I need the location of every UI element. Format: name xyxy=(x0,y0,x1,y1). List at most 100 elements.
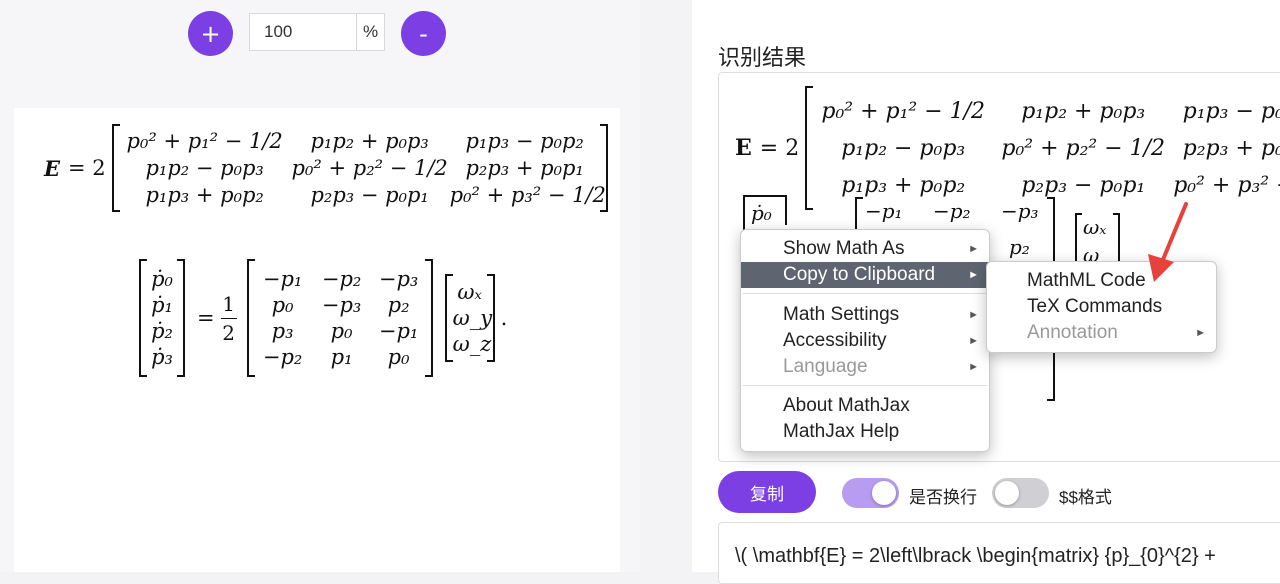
zoom-field: % xyxy=(249,13,385,51)
zoom-out-button[interactable]: - xyxy=(401,11,446,56)
menu-item-about-mathjax[interactable]: About MathJax xyxy=(783,395,910,416)
right-bracket xyxy=(599,124,608,212)
equals-sign: = xyxy=(197,306,215,330)
matrix-cell: p₀² + p₁² − 1/2 xyxy=(126,129,283,153)
matrix-cell: p₀ xyxy=(271,293,294,317)
submenu-arrow-icon: ► xyxy=(968,309,979,321)
menu-item-mathjax-help[interactable]: MathJax Help xyxy=(783,421,900,442)
submenu-item-tex-commands[interactable]: TeX Commands xyxy=(1027,296,1163,317)
latex-output-box[interactable]: \( \mathbf{E} = 2\left\lbrack \begin{mat… xyxy=(718,522,1280,584)
left-bracket xyxy=(139,259,147,377)
latex-code: \( \mathbf{E} = 2\left\lbrack \begin{mat… xyxy=(735,545,1216,567)
vector-cell: ω_y xyxy=(452,306,493,330)
menu-item-math-settings[interactable]: Math Settings► xyxy=(741,302,989,328)
matrix-cell: −p₂ xyxy=(321,267,362,291)
matrix-cell: p₁ xyxy=(330,345,353,369)
equation-lhs: E xyxy=(735,135,752,161)
matrix-cell: p₂ xyxy=(1009,235,1030,259)
matrix-cell: p₁p₃ − p₀ xyxy=(1182,98,1280,124)
result-title: 识别结果 xyxy=(718,45,807,70)
submenu-arrow-icon: ► xyxy=(968,243,979,255)
matrix-cell: −p₁ xyxy=(865,199,903,223)
matrix-cell: −p₃ xyxy=(378,267,419,291)
fraction-denominator: 2 xyxy=(222,320,235,345)
matrix-cell: p₀ xyxy=(330,319,353,343)
matrix-cell: −p₃ xyxy=(321,293,362,317)
matrix-cell: −p₂ xyxy=(933,199,971,223)
matrix-cell: p₁p₃ + p₀p₂ xyxy=(145,183,264,207)
matrix-cell: p₁p₃ − p₀p₂ xyxy=(465,129,584,153)
submenu-item-annotation: Annotation► xyxy=(987,320,1216,346)
menu-item-accessibility[interactable]: Accessibility► xyxy=(741,328,989,354)
menu-divider xyxy=(743,293,987,294)
vector-cell: ωₓ xyxy=(457,280,482,304)
omega-x: ωₓ xyxy=(1083,215,1107,239)
matrix-cell: p₀² + p₃² − xyxy=(1173,172,1280,198)
submenu-item-mathml-code[interactable]: MathML Code xyxy=(1027,270,1146,291)
matrix-cell: p₃ xyxy=(271,319,294,343)
wrap-toggle[interactable] xyxy=(842,478,899,508)
period: . xyxy=(500,306,508,330)
matrix-cell: −p₁ xyxy=(378,319,419,343)
matrix-cell: p₀² + p₂² − 1/2 xyxy=(1001,135,1166,161)
menu-item-show-math-as[interactable]: Show Math As► xyxy=(741,236,989,262)
menu-divider xyxy=(743,385,987,386)
annotation-arrow-icon xyxy=(1148,202,1188,282)
formula-preview: E = 2 p₀² + p₁² − 1/2 p₁p₂ + p₀p₃ p₁p₃ − p… xyxy=(14,108,620,572)
matrix-cell: p₂p₃ − p₀p₁ xyxy=(310,183,429,207)
fraction-bar xyxy=(220,317,237,319)
matrix-cell: p₁p₂ − p₀p₃ xyxy=(841,135,966,161)
right-bracket xyxy=(424,259,433,377)
submenu-arrow-icon: ► xyxy=(968,335,979,347)
menu-item-language: Language► xyxy=(741,354,989,380)
submenu-arrow-icon: ► xyxy=(1195,327,1206,339)
matrix-body: p₀² + p₁² − 1/2 p₁p₂ + p₀p₃ p₁p₃ − p₀p₂ p₁p… xyxy=(120,129,606,207)
copy-button[interactable]: 复制 xyxy=(718,471,816,513)
matrix-cell: −p₂ xyxy=(262,345,303,369)
copy-submenu: MathML Code TeX Commands Annotation► xyxy=(986,261,1217,353)
zoom-input[interactable] xyxy=(250,14,357,50)
pdot-0: ṗ₀ xyxy=(751,201,772,225)
matrix-cell: p₁p₂ + p₀p₃ xyxy=(310,129,429,153)
menu-item-copy-to-clipboard[interactable]: Copy to Clipboard► xyxy=(741,262,989,288)
right-bracket xyxy=(177,259,185,377)
vector-cell: ṗ₂ xyxy=(151,319,173,343)
fraction: 1 2 xyxy=(220,291,237,345)
matrix-cell: −p₃ xyxy=(1001,199,1039,223)
fraction-numerator: 1 xyxy=(222,291,235,316)
matrix-cell: p₂ xyxy=(387,293,410,317)
vector-cell: ṗ₁ xyxy=(151,293,173,317)
equals-sign: = 2 xyxy=(759,135,800,161)
submenu-arrow-icon: ► xyxy=(968,361,979,373)
zoom-unit-label: % xyxy=(362,22,379,41)
toggle-knob xyxy=(995,481,1019,505)
left-bracket xyxy=(805,86,814,210)
left-bracket xyxy=(246,259,255,377)
matrix-cell: p₀² + p₃² − 1/2 xyxy=(449,183,606,207)
vector-cell: ṗ₀ xyxy=(151,267,173,291)
left-bracket xyxy=(111,124,120,212)
left-bracket xyxy=(444,274,453,362)
vector-cell: ω_z xyxy=(452,332,492,356)
zoom-in-button[interactable]: + xyxy=(188,11,233,56)
matrix-cell: −p₁ xyxy=(262,267,303,291)
wrap-toggle-label: 是否换行 xyxy=(909,488,977,507)
right-bracket xyxy=(486,274,495,362)
editor-pane: + % - E = 2 p₀² + p₁² − 1/2 p₁p₂ + p₀p₃ p₁… xyxy=(0,0,640,572)
matrix-cell: p₂p₃ + p₀ xyxy=(1182,135,1280,161)
mathjax-context-menu: Show Math As► Copy to Clipboard► Math Se… xyxy=(740,229,990,452)
left-bracket xyxy=(743,195,785,237)
matrix-cell: p₁p₂ − p₀p₃ xyxy=(145,156,264,180)
matrix-cell: p₀² + p₁² − 1/2 xyxy=(821,98,986,124)
dollar-format-toggle[interactable] xyxy=(992,478,1049,508)
equation-lhs: E xyxy=(44,155,61,181)
matrix-cell: p₂p₃ + p₀p₁ xyxy=(465,156,584,180)
submenu-arrow-icon: ► xyxy=(968,269,979,281)
toggle-knob xyxy=(872,481,896,505)
matrix-cell: p₂p₃ − p₀p₁ xyxy=(1021,172,1146,198)
